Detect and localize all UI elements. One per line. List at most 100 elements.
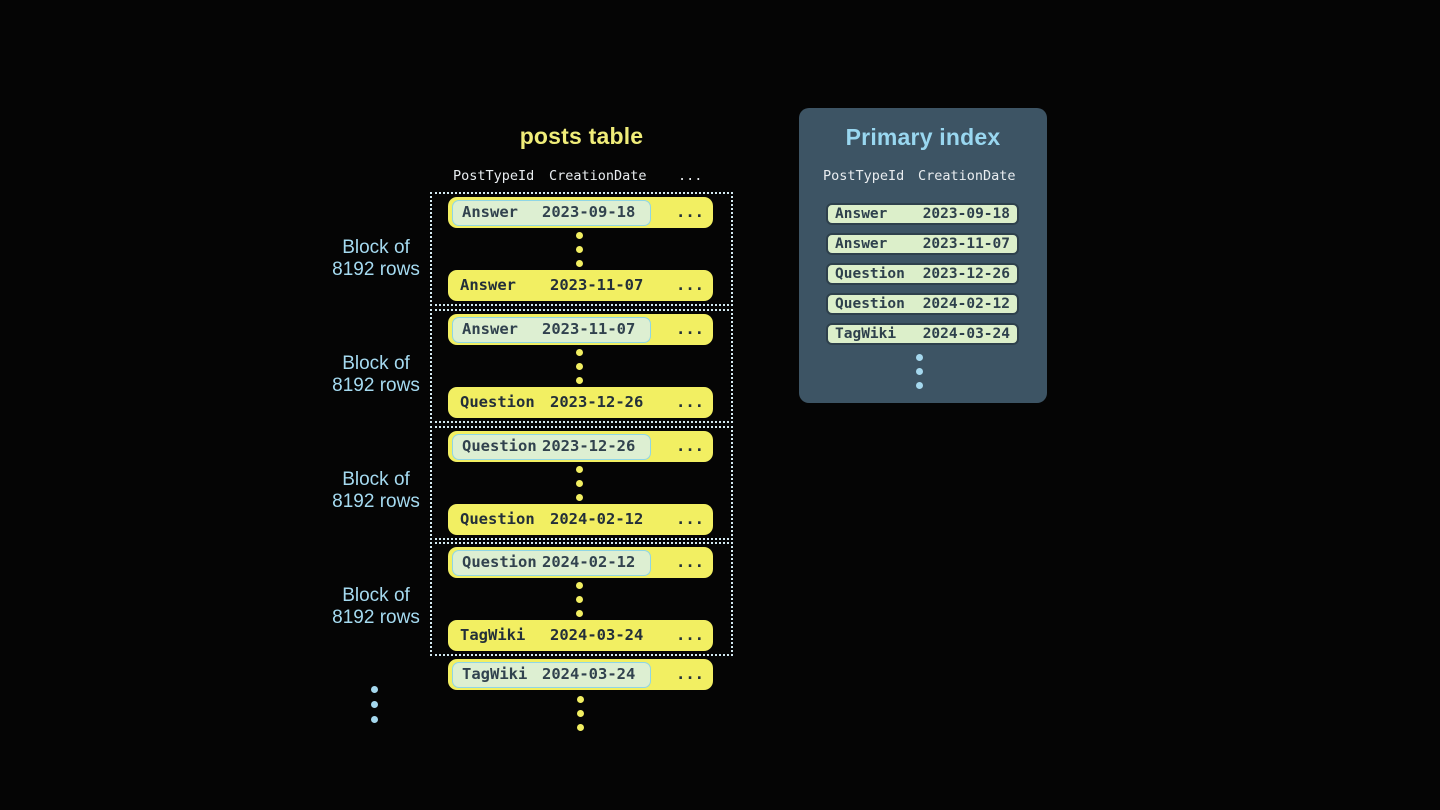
row-posttypeid: Question bbox=[460, 510, 535, 528]
block-2: Answer 2023-11-07 ... Question 2023-12-2… bbox=[430, 309, 733, 423]
row-creationdate: 2023-12-26 bbox=[542, 436, 636, 455]
row-creationdate: 2024-02-12 bbox=[542, 552, 636, 571]
dot bbox=[576, 260, 583, 267]
block-label-line1: Block of bbox=[342, 237, 410, 258]
block-3-label: Block of 8192 rows bbox=[296, 469, 456, 512]
row-creationdate: 2024-02-12 bbox=[550, 510, 644, 528]
block-label-line2: 8192 rows bbox=[332, 258, 420, 280]
block-1-label: Block of 8192 rows bbox=[296, 237, 456, 280]
row-ellipsis: ... bbox=[676, 203, 704, 221]
row-posttypeid: Question bbox=[460, 393, 535, 411]
dot bbox=[371, 701, 378, 708]
entry-posttypeid: TagWiki bbox=[835, 326, 897, 342]
posts-table-header-posttypeid: PostTypeId bbox=[453, 168, 535, 184]
dot bbox=[577, 710, 584, 717]
index-entry: TagWiki 2024-03-24 bbox=[826, 323, 1019, 345]
posts-table-header-creationdate: CreationDate bbox=[549, 168, 647, 184]
index-highlight-pill: Question 2024-02-12 bbox=[452, 549, 651, 576]
entry-creationdate: 2023-12-26 bbox=[922, 266, 1010, 282]
index-entry: Question 2024-02-12 bbox=[826, 293, 1019, 315]
entry-posttypeid: Answer bbox=[835, 206, 888, 222]
entry-creationdate: 2024-02-12 bbox=[922, 296, 1010, 312]
table-row: Answer 2023-11-07 ... bbox=[448, 314, 713, 345]
dot bbox=[916, 354, 923, 361]
index-highlight-pill: Answer 2023-11-07 bbox=[452, 316, 651, 343]
block-label-line2: 8192 rows bbox=[332, 374, 420, 396]
dot bbox=[576, 494, 583, 501]
block-label-line1: Block of bbox=[342, 469, 410, 490]
dot bbox=[576, 377, 583, 384]
entry-posttypeid: Answer bbox=[835, 236, 888, 252]
table-row: Question 2023-12-26 ... bbox=[448, 387, 713, 418]
dot bbox=[576, 349, 583, 356]
index-entry: Answer 2023-11-07 bbox=[826, 233, 1019, 255]
index-header-posttypeid: PostTypeId bbox=[823, 168, 905, 184]
rows-ellipsis-dots bbox=[576, 582, 583, 617]
row-ellipsis: ... bbox=[676, 626, 704, 644]
dot bbox=[577, 724, 584, 731]
index-highlight-pill: Question 2023-12-26 bbox=[452, 433, 651, 460]
row-posttypeid: Answer bbox=[462, 202, 518, 221]
row-posttypeid: Question bbox=[462, 552, 537, 571]
dot bbox=[576, 610, 583, 617]
table-row: Question 2024-02-12 ... bbox=[448, 504, 713, 535]
block-label-line2: 8192 rows bbox=[332, 606, 420, 628]
row-ellipsis: ... bbox=[676, 665, 704, 683]
row-creationdate: 2023-11-07 bbox=[542, 319, 636, 338]
dot bbox=[576, 466, 583, 473]
table-row: Answer 2023-09-18 ... bbox=[448, 197, 713, 228]
rows-ellipsis-dots bbox=[576, 349, 583, 384]
block-label-line1: Block of bbox=[342, 585, 410, 606]
dot bbox=[916, 368, 923, 375]
row-ellipsis: ... bbox=[676, 320, 704, 338]
row-creationdate: 2023-12-26 bbox=[550, 393, 644, 411]
primary-index-title: Primary index bbox=[845, 124, 1001, 150]
block-label-line1: Block of bbox=[342, 353, 410, 374]
block-4-label: Block of 8192 rows bbox=[296, 585, 456, 628]
index-highlight-pill: TagWiki 2024-03-24 bbox=[452, 661, 651, 688]
table-row: Question 2024-02-12 ... bbox=[448, 547, 713, 578]
primary-index-panel: Primary index PostTypeId CreationDate An… bbox=[799, 108, 1047, 403]
entry-posttypeid: Question bbox=[835, 266, 905, 282]
index-entry: Answer 2023-09-18 bbox=[826, 203, 1019, 225]
block-label-line2: 8192 rows bbox=[332, 490, 420, 512]
row-creationdate: 2024-03-24 bbox=[542, 664, 636, 683]
dot bbox=[576, 363, 583, 370]
block-3: Question 2023-12-26 ... Question 2024-02… bbox=[430, 426, 733, 540]
entry-creationdate: 2023-11-07 bbox=[922, 236, 1010, 252]
row-posttypeid: TagWiki bbox=[460, 626, 526, 644]
entry-creationdate: 2023-09-18 bbox=[922, 206, 1010, 222]
row-ellipsis: ... bbox=[676, 510, 704, 528]
row-ellipsis: ... bbox=[676, 276, 704, 294]
dot bbox=[916, 382, 923, 389]
table-row: TagWiki 2024-03-24 ... bbox=[448, 620, 713, 651]
dot bbox=[576, 582, 583, 589]
posts-table-header-ellipsis: ... bbox=[678, 168, 703, 184]
dot bbox=[576, 596, 583, 603]
table-row-overflow: TagWiki 2024-03-24 ... bbox=[448, 659, 713, 690]
entry-posttypeid: Question bbox=[835, 296, 905, 312]
row-posttypeid: Question bbox=[462, 436, 537, 455]
row-posttypeid: Answer bbox=[462, 319, 518, 338]
index-header-creationdate: CreationDate bbox=[918, 168, 1016, 184]
index-highlight-pill: Answer 2023-09-18 bbox=[452, 199, 651, 226]
index-entry: Question 2023-12-26 bbox=[826, 263, 1019, 285]
block-4: Question 2024-02-12 ... TagWiki 2024-03-… bbox=[430, 542, 733, 656]
dot bbox=[576, 480, 583, 487]
block-2-label: Block of 8192 rows bbox=[296, 353, 456, 396]
dot bbox=[576, 232, 583, 239]
row-posttypeid: TagWiki bbox=[462, 664, 528, 683]
row-posttypeid: Answer bbox=[460, 276, 516, 294]
dot bbox=[576, 246, 583, 253]
dot bbox=[371, 716, 378, 723]
entry-creationdate: 2024-03-24 bbox=[922, 326, 1010, 342]
row-ellipsis: ... bbox=[676, 437, 704, 455]
row-ellipsis: ... bbox=[676, 393, 704, 411]
row-creationdate: 2024-03-24 bbox=[550, 626, 644, 644]
dot bbox=[577, 696, 584, 703]
posts-table-title: posts table bbox=[519, 123, 644, 149]
rows-ellipsis-dots bbox=[576, 232, 583, 267]
table-row: Answer 2023-11-07 ... bbox=[448, 270, 713, 301]
row-creationdate: 2023-09-18 bbox=[542, 202, 636, 221]
